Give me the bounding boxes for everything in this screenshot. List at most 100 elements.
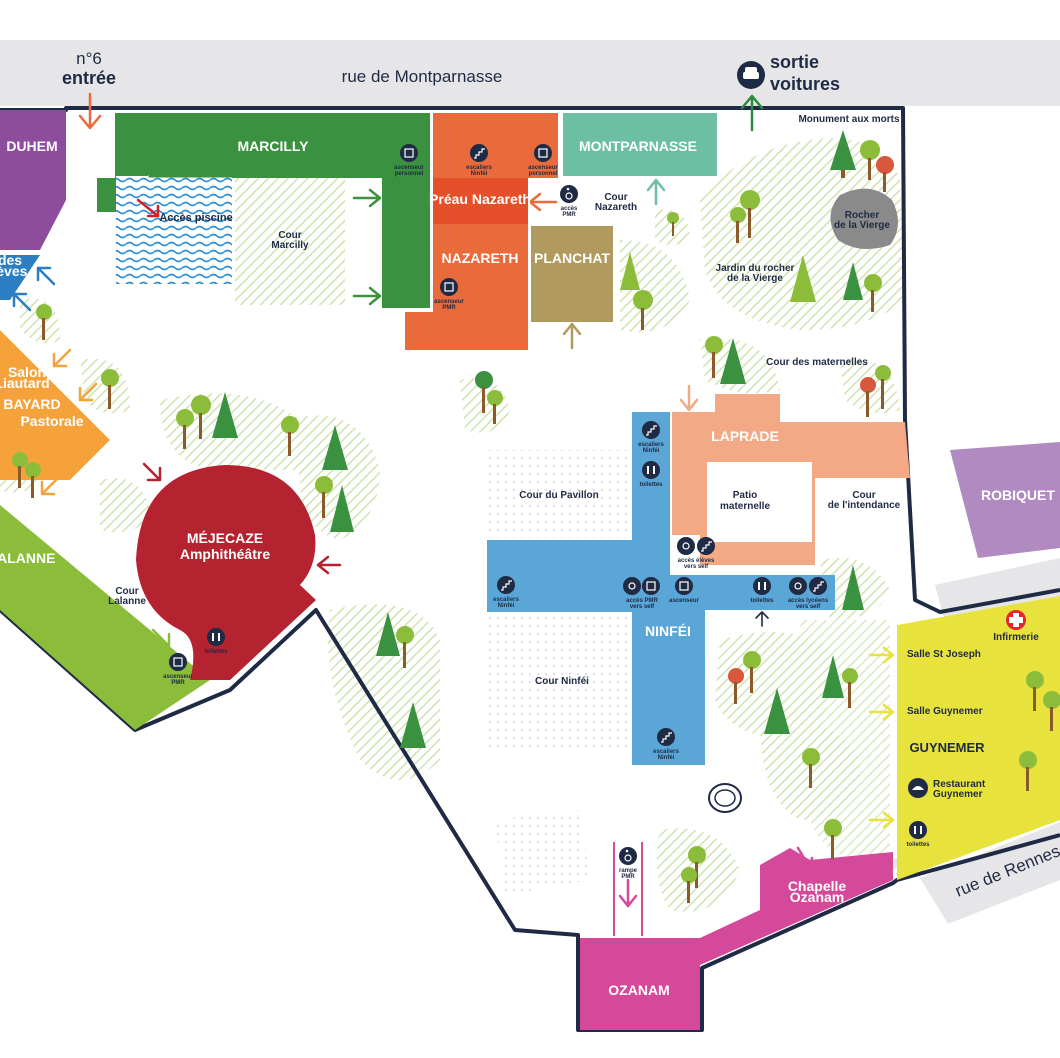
arrow-planchat — [562, 322, 582, 350]
arrow-mejecaze-1 — [142, 462, 162, 482]
tree-icon — [1019, 751, 1037, 791]
tree-icon — [876, 156, 894, 192]
manhole — [708, 783, 742, 813]
label-asc-pmr-2: ascenseur — [163, 674, 193, 680]
tree-icon — [860, 377, 876, 417]
label-patio: Patio — [733, 490, 757, 501]
tree-icon — [681, 867, 697, 903]
elevator-icon — [534, 144, 552, 162]
tree-icon — [730, 207, 746, 243]
arrow-ninfei — [755, 611, 769, 627]
stairs-icon — [657, 728, 675, 746]
cour-ninfei-area — [488, 612, 632, 752]
label-marcilly: MARCILLY — [237, 138, 309, 154]
label-esc-ninfei-4: escaliers — [653, 749, 679, 755]
label-cour-nazareth-2: Nazareth — [595, 202, 637, 213]
entrance-label: entrée — [62, 68, 116, 88]
label-salon: Salon — [8, 364, 46, 380]
elevator-icon — [400, 144, 418, 162]
label-duhem: DUHEM — [6, 138, 57, 154]
arrow-guynemer-3 — [868, 811, 895, 829]
label-cour-lalanne-2: Lalanne — [108, 596, 146, 607]
label-planchat: PLANCHAT — [534, 250, 610, 266]
label-nazareth: NAZARETH — [442, 250, 519, 266]
label-jardin-rocher-2: de la Vierge — [727, 273, 783, 284]
building-ninfei — [487, 412, 835, 765]
wheelchair-icon — [560, 185, 578, 203]
label-amphitheatre: Amphithéâtre — [180, 546, 270, 562]
building-robiquet — [950, 442, 1060, 558]
tree-icon — [1043, 691, 1060, 731]
tree-icon — [12, 452, 28, 488]
tree-icon — [487, 390, 503, 424]
label-jardin-rocher: Jardin du rocher — [716, 263, 795, 274]
manhole-inner — [714, 789, 736, 807]
tree-icon — [400, 702, 426, 748]
building-lalanne — [0, 505, 210, 730]
label-esc-ninfei-3: escaliers — [493, 597, 519, 603]
building-montparnasse — [563, 113, 717, 176]
label-liautard: Liautard — [0, 375, 50, 391]
tree-icon — [1026, 671, 1044, 711]
tree-icon — [824, 819, 842, 859]
building-nazareth-top — [433, 113, 558, 178]
label-acces-lyceens-self-b: vers self — [796, 604, 821, 610]
cour-pavillon-area — [488, 450, 632, 538]
arrow-bayard-3 — [40, 476, 60, 496]
tree-icon — [705, 336, 723, 378]
label-eleves: élèves — [0, 263, 28, 279]
green-zone — [290, 415, 380, 540]
tree-icon — [740, 190, 760, 238]
label-acces-pmr-self-b: vers self — [630, 604, 655, 610]
tree-icon — [281, 416, 299, 456]
tree-icon — [25, 462, 41, 498]
building-planchat — [531, 226, 613, 322]
tree-icon — [475, 371, 493, 413]
tree-icon — [212, 392, 238, 438]
label-acces-eleves-self-b: vers self — [684, 564, 709, 570]
labels: rue de Montparnasse rue de Rennes n°6 en… — [0, 49, 1060, 998]
street-montparnasse-label: rue de Montparnasse — [342, 67, 503, 86]
tree-icon — [322, 425, 348, 470]
self-access-icon — [677, 537, 695, 555]
elevator-pmr-icon — [169, 653, 187, 671]
green-zone — [656, 828, 740, 912]
green-zone — [620, 240, 690, 332]
building-duhem — [0, 110, 66, 250]
label-ascenseur: ascenseur — [669, 598, 699, 604]
arrow-marcilly-2 — [352, 286, 382, 306]
label-preau-nazareth: Préau Nazareth — [429, 191, 531, 207]
arrow-bayard-2 — [78, 382, 98, 402]
building-preau-nazareth — [433, 178, 528, 224]
label-cour-intendance: Cour — [852, 490, 875, 501]
label-toilettes-3: toilettes — [750, 598, 774, 604]
label-rocher: Rocher — [845, 210, 880, 221]
buildings — [0, 110, 1060, 1030]
label-asc-pmr-1b: PMR — [442, 305, 456, 311]
label-robiquet: ROBIQUET — [981, 487, 1055, 503]
facility-icons — [169, 144, 928, 865]
arrow-chapelle — [796, 846, 814, 870]
car-exit-line1: sortie — [770, 52, 819, 72]
arrow-bayard-1 — [52, 348, 72, 368]
label-cour-ninfei: Cour Ninféi — [535, 676, 589, 687]
toilets-icon — [753, 577, 771, 595]
label-acces-piscine: Accès piscine — [159, 212, 232, 224]
patio-maternelle — [707, 462, 812, 542]
building-des-eleves — [0, 255, 40, 300]
label-lalanne: LALANNE — [0, 550, 55, 566]
arrow-lalanne — [151, 628, 171, 648]
tree-icon — [843, 262, 863, 300]
car-icon — [737, 61, 765, 89]
label-cour-maternelles: Cour des maternelles — [766, 357, 868, 368]
tree-icon — [176, 409, 194, 449]
tree-icon — [36, 304, 52, 340]
tree-icon — [842, 668, 858, 708]
self-access-pmr-icon — [642, 577, 660, 595]
tree-icon — [860, 140, 880, 180]
pool — [116, 176, 232, 284]
stairs-icon — [497, 576, 515, 594]
toilets-icon — [909, 821, 927, 839]
arrow-montparnasse — [646, 178, 666, 206]
